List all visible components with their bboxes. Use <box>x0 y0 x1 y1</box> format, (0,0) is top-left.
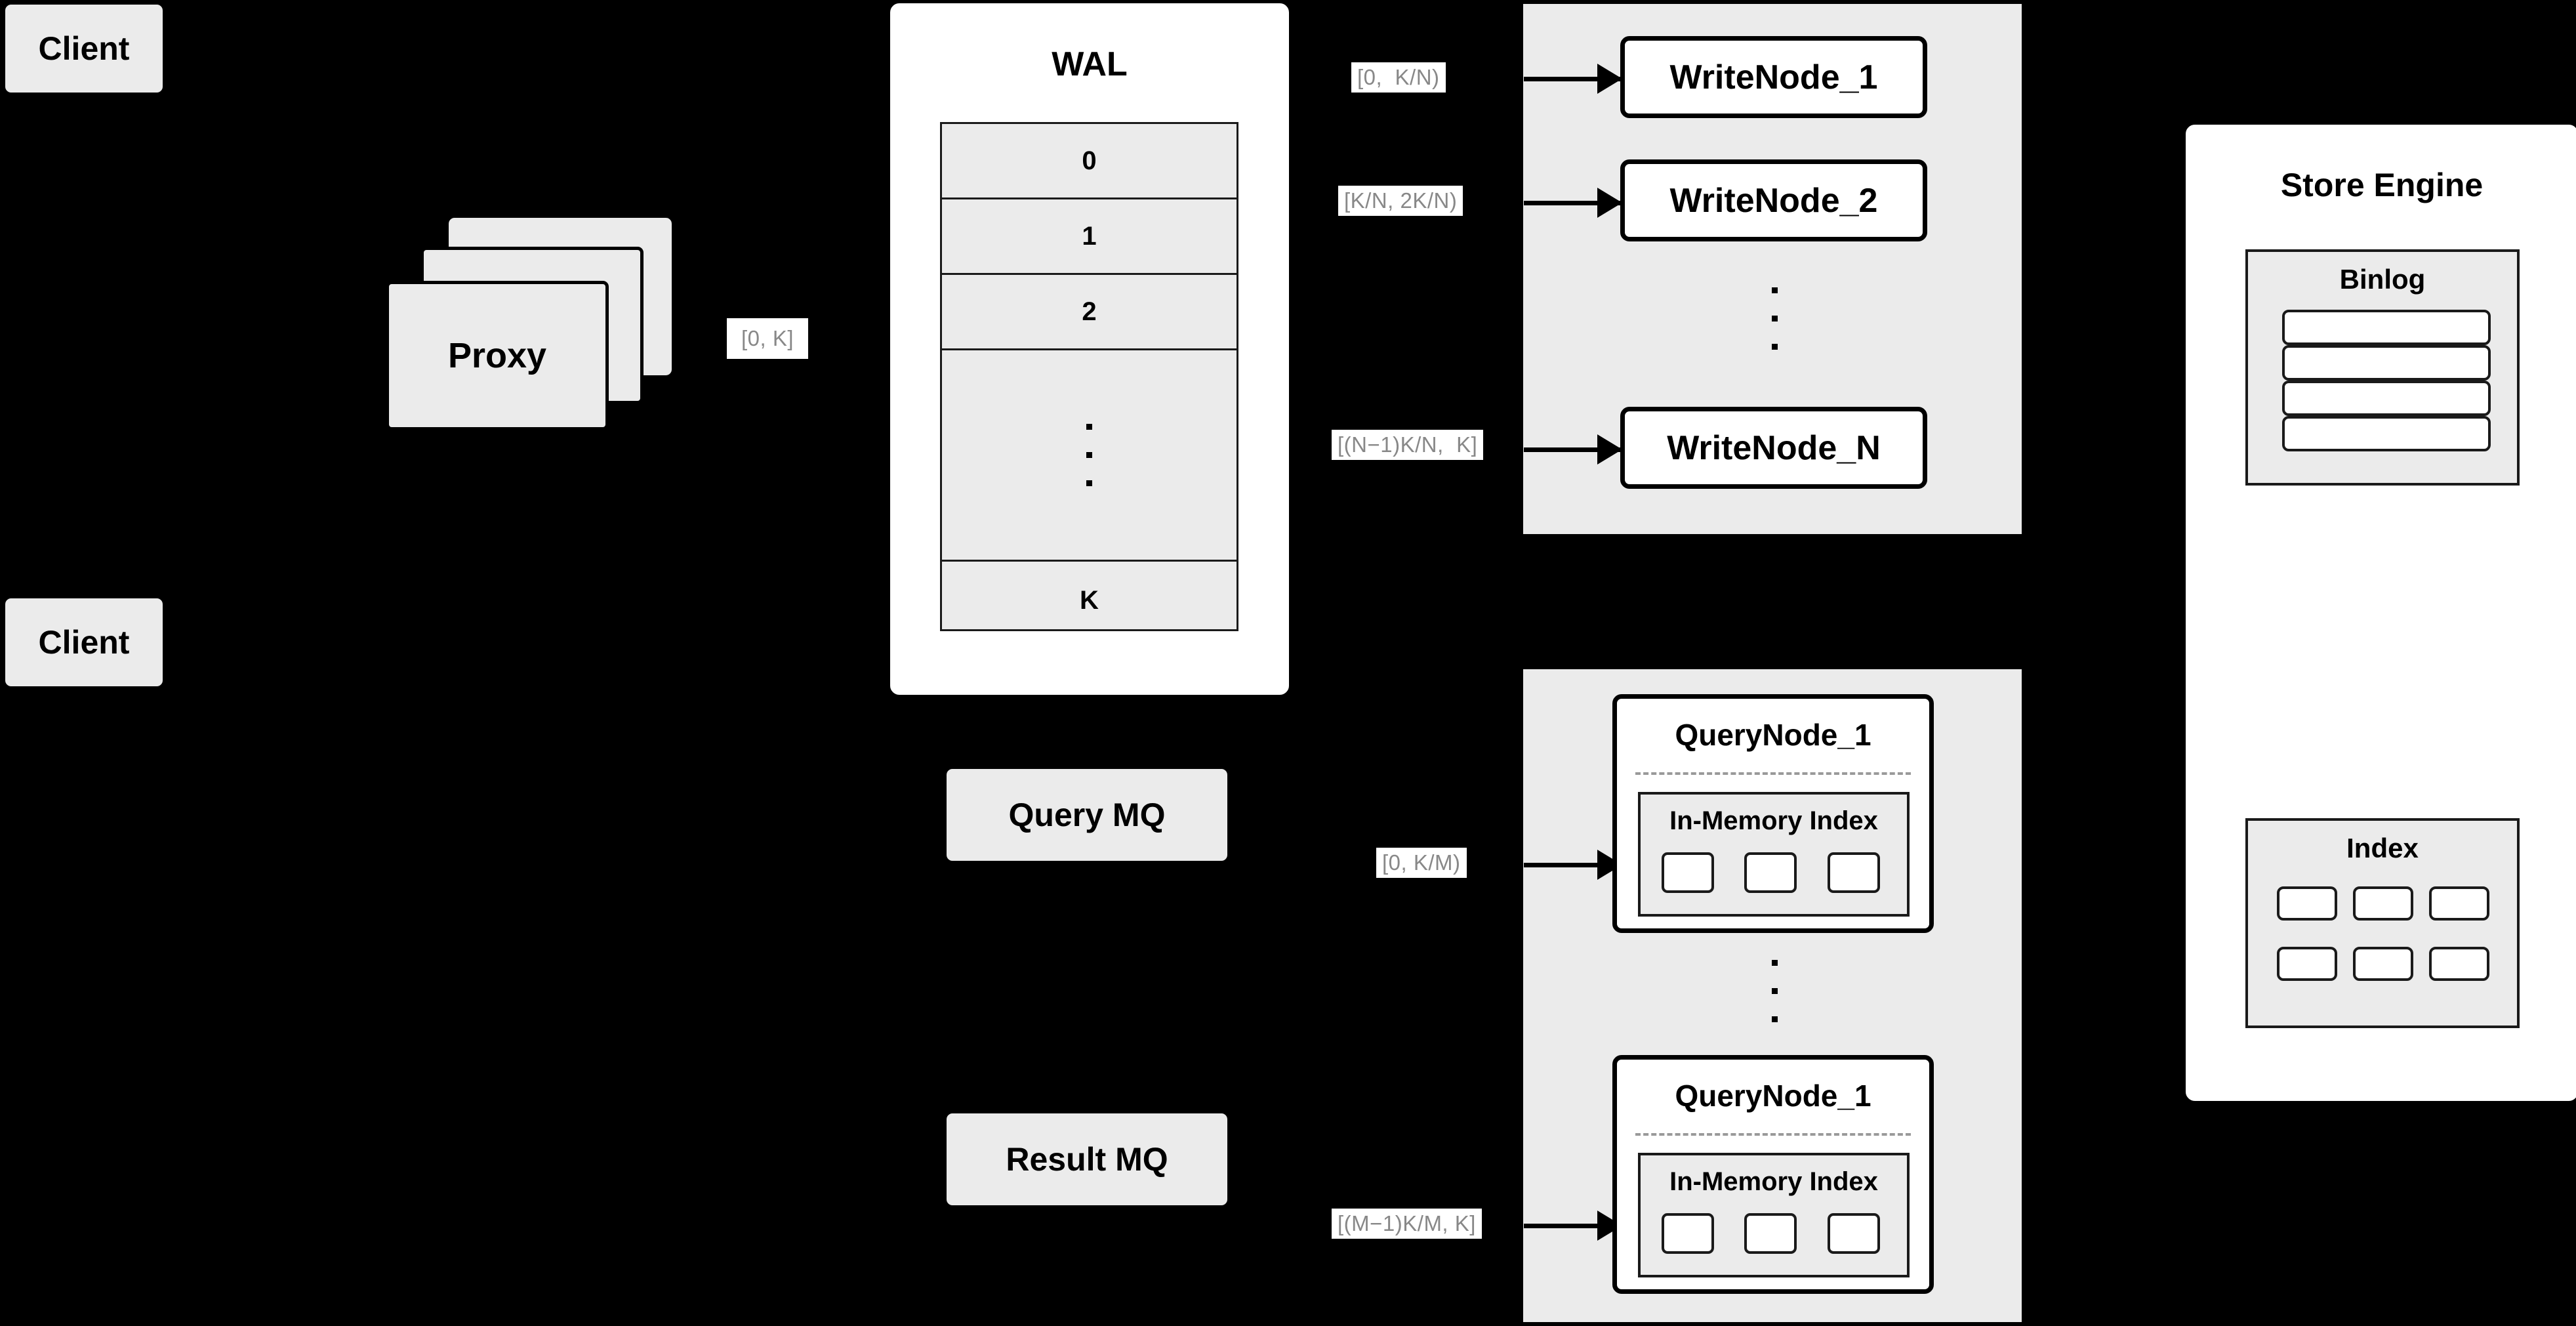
client-box-2: Client <box>5 598 163 686</box>
wal-row: 1 <box>942 199 1237 275</box>
in-memory-index-cell <box>1828 1213 1880 1254</box>
binlog-row <box>2282 310 2491 345</box>
query-node-1: QueryNode_1 In-Memory Index <box>1612 694 1934 933</box>
arrow-to-write-node-2 <box>1524 201 1639 205</box>
write-cluster-vertical-dots-icon <box>1725 262 1824 374</box>
index-cell <box>2429 947 2489 981</box>
in-memory-index-title: In-Memory Index <box>1669 806 1878 835</box>
query-node-2: QueryNode_1 In-Memory Index <box>1612 1055 1934 1294</box>
wal-entry-table: 0 1 2 K <box>940 122 1238 631</box>
binlog-title: Binlog <box>2339 264 2426 295</box>
vertical-dots-icon <box>942 350 1237 560</box>
client-box-1: Client <box>5 5 163 93</box>
query-cluster-vertical-dots-icon <box>1725 935 1824 1046</box>
in-memory-index-cell <box>1662 852 1714 893</box>
query-mq-label: Query MQ <box>1008 796 1166 833</box>
query-node-1-range-label: [0, K/M) <box>1376 848 1467 878</box>
client-label: Client <box>38 623 130 661</box>
query-node-1-divider <box>1635 772 1911 775</box>
query-mq-box: Query MQ <box>947 769 1227 861</box>
arrow-head-write-node-1 <box>1597 64 1622 94</box>
index-section: Index <box>2245 818 2520 1028</box>
write-node-n: WriteNode_N <box>1620 407 1927 489</box>
index-cell <box>2277 947 2337 981</box>
index-title: Index <box>2346 833 2419 863</box>
arrow-head-write-node-2 <box>1597 188 1622 218</box>
in-memory-index-cell <box>1744 1213 1797 1254</box>
binlog-row <box>2282 381 2491 416</box>
write-node-1-range-label: [0, K/N) <box>1351 62 1446 93</box>
result-mq-box: Result MQ <box>947 1113 1227 1205</box>
query-node-2-title: QueryNode_1 <box>1675 1079 1871 1113</box>
arrow-to-binlog <box>2168 379 2202 384</box>
wal-row-ellipsis <box>942 350 1237 562</box>
query-node-2-divider <box>1635 1133 1911 1136</box>
in-memory-index-cell <box>1662 1213 1714 1254</box>
query-node-2-range-label: [(M−1)K/M, K] <box>1332 1209 1482 1239</box>
proxy-box: Proxy <box>386 281 609 430</box>
wal-title: WAL <box>1052 45 1128 83</box>
wal-row: 0 <box>942 124 1237 199</box>
client-label: Client <box>38 30 130 67</box>
store-engine-panel: Store Engine Binlog Index <box>2186 125 2576 1101</box>
index-cell <box>2353 886 2413 921</box>
proxy-label: Proxy <box>447 336 547 375</box>
index-cell <box>2277 886 2337 921</box>
index-cell <box>2353 947 2413 981</box>
result-mq-label: Result MQ <box>1006 1140 1168 1178</box>
arrow-to-index <box>2168 945 2202 949</box>
write-node-n-range-label: [(N−1)K/N, K] <box>1332 430 1484 460</box>
query-node-1-title: QueryNode_1 <box>1675 718 1871 752</box>
index-cell <box>2429 886 2489 921</box>
arrow-to-query-node-2 <box>1524 1224 1639 1228</box>
wal-panel: WAL 0 1 2 K <box>890 3 1289 695</box>
in-memory-index-title: In-Memory Index <box>1669 1167 1878 1196</box>
in-memory-index-cell <box>1828 852 1880 893</box>
arrow-to-write-node-1 <box>1524 77 1639 81</box>
binlog-row <box>2282 345 2491 381</box>
wal-row: 2 <box>942 275 1237 350</box>
in-memory-index-box-1: In-Memory Index <box>1638 792 1910 917</box>
in-memory-index-cell <box>1744 852 1797 893</box>
binlog-section: Binlog <box>2245 249 2520 486</box>
store-engine-title: Store Engine <box>2280 167 2484 203</box>
binlog-row <box>2282 416 2491 451</box>
write-node-2: WriteNode_2 <box>1620 159 1927 241</box>
arrow-to-query-node-1 <box>1524 863 1639 867</box>
wal-row: K <box>1080 585 1099 615</box>
in-memory-index-box-2: In-Memory Index <box>1638 1153 1910 1277</box>
proxy-range-label: [0, K] <box>727 318 808 359</box>
arrow-head-write-node-n <box>1597 434 1622 465</box>
write-node-2-range-label: [K/N, 2K/N) <box>1338 186 1463 216</box>
arrow-to-write-node-n <box>1524 447 1639 452</box>
write-node-1: WriteNode_1 <box>1620 36 1927 118</box>
